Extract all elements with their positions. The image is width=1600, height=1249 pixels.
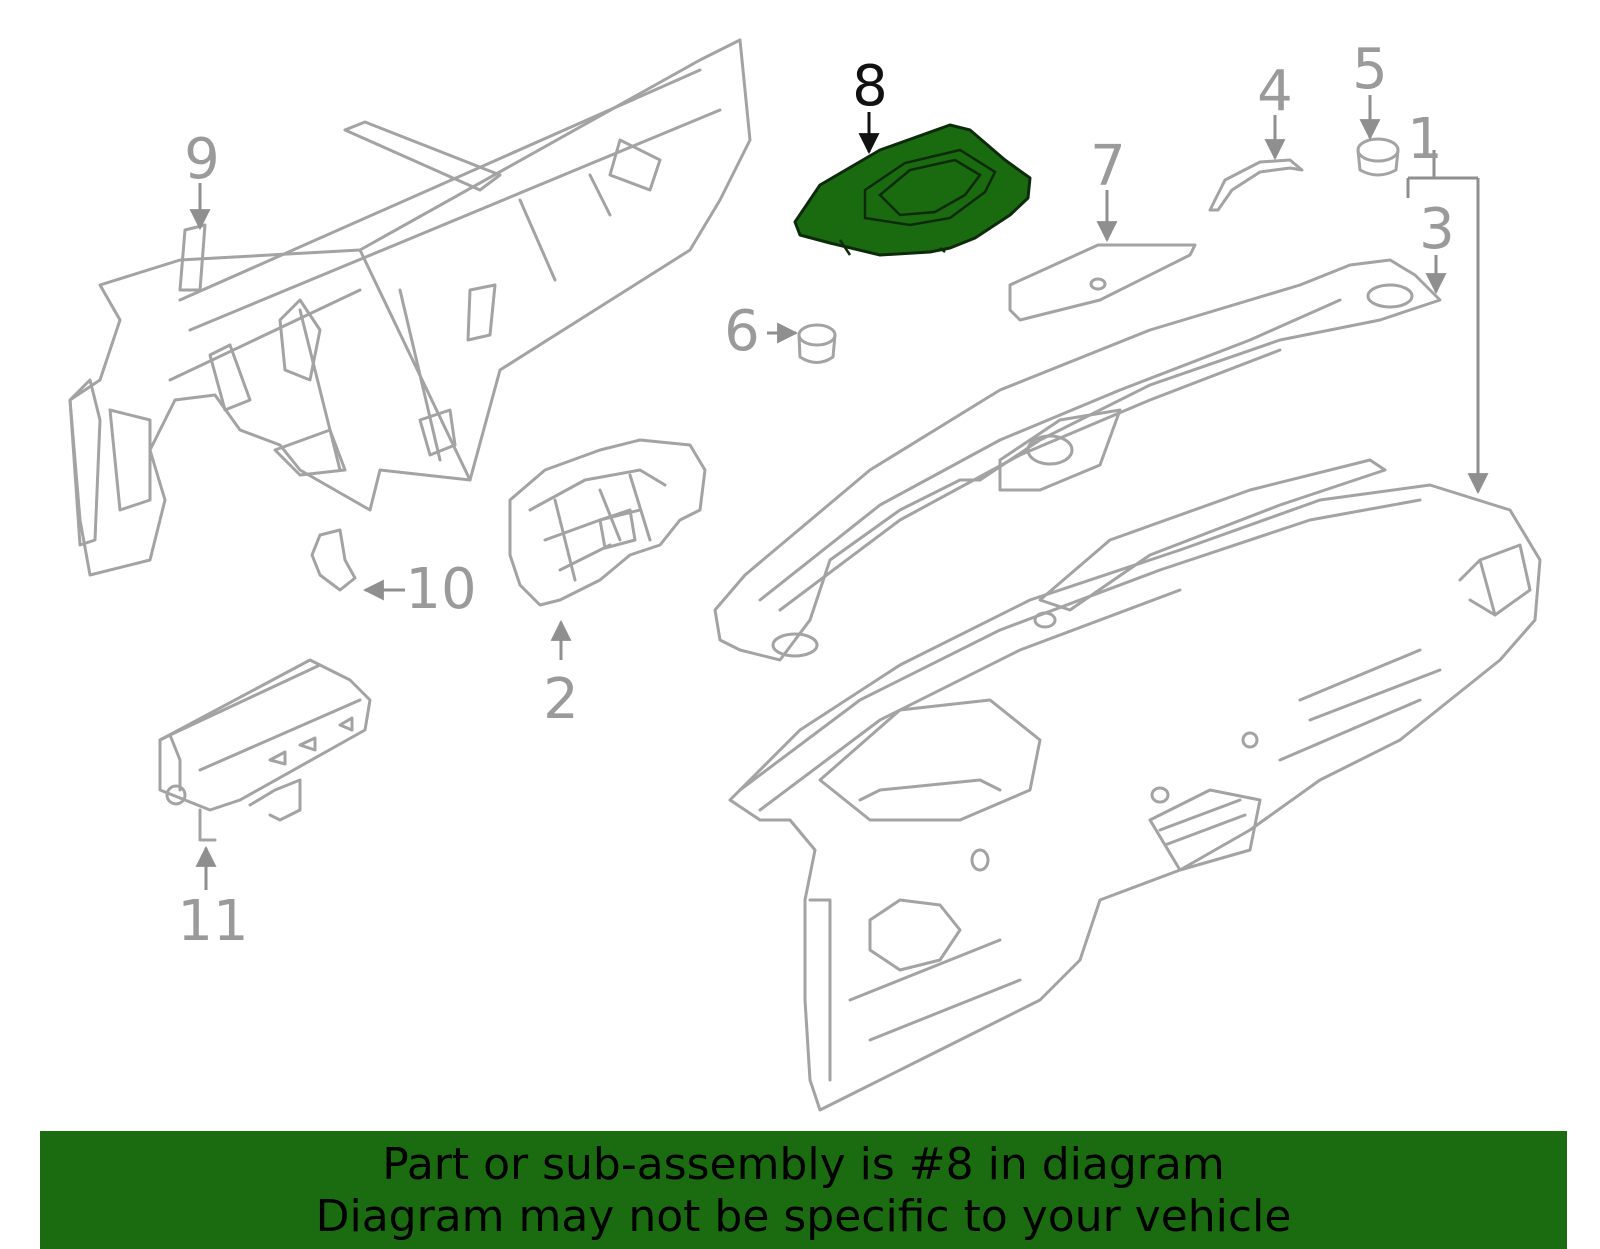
banner-line-1: Part or sub-assembly is #8 in diagram [382,1139,1225,1190]
callout-2: 2 [543,667,579,732]
part-7-trim-panel [1008,243,1197,322]
leader-lines [189,95,1489,890]
part-4-trim-strip [1208,158,1304,212]
callout-1: 1 [1407,107,1443,172]
part-8-bezel-highlighted [793,123,1032,257]
callout-7: 7 [1090,134,1126,199]
part-6-plug [797,323,837,364]
part-9-crosscar-beam [68,38,752,577]
callout-11: 11 [177,889,248,954]
callout-6: 6 [724,299,760,364]
banner-line-2: Diagram may not be specific to your vehi… [315,1191,1292,1242]
part-2-bracket-assembly [508,438,707,607]
part-11-airbag-module [158,658,372,842]
part-1-instrument-panel [728,458,1542,1112]
part-10-bracket [310,528,357,592]
part-5-plug [1356,137,1400,177]
callout-4: 4 [1257,59,1293,124]
part-3-upper-dash [713,258,1442,662]
callout-9: 9 [184,127,220,192]
callout-8: 8 [852,54,888,119]
info-banner: Part or sub-assembly is #8 in diagram Di… [40,1131,1567,1249]
callout-3: 3 [1419,197,1455,262]
callout-10: 10 [405,557,476,622]
callout-5: 5 [1352,37,1388,102]
callout-labels: 1 2 3 4 5 6 7 8 9 10 11 [177,37,1454,954]
